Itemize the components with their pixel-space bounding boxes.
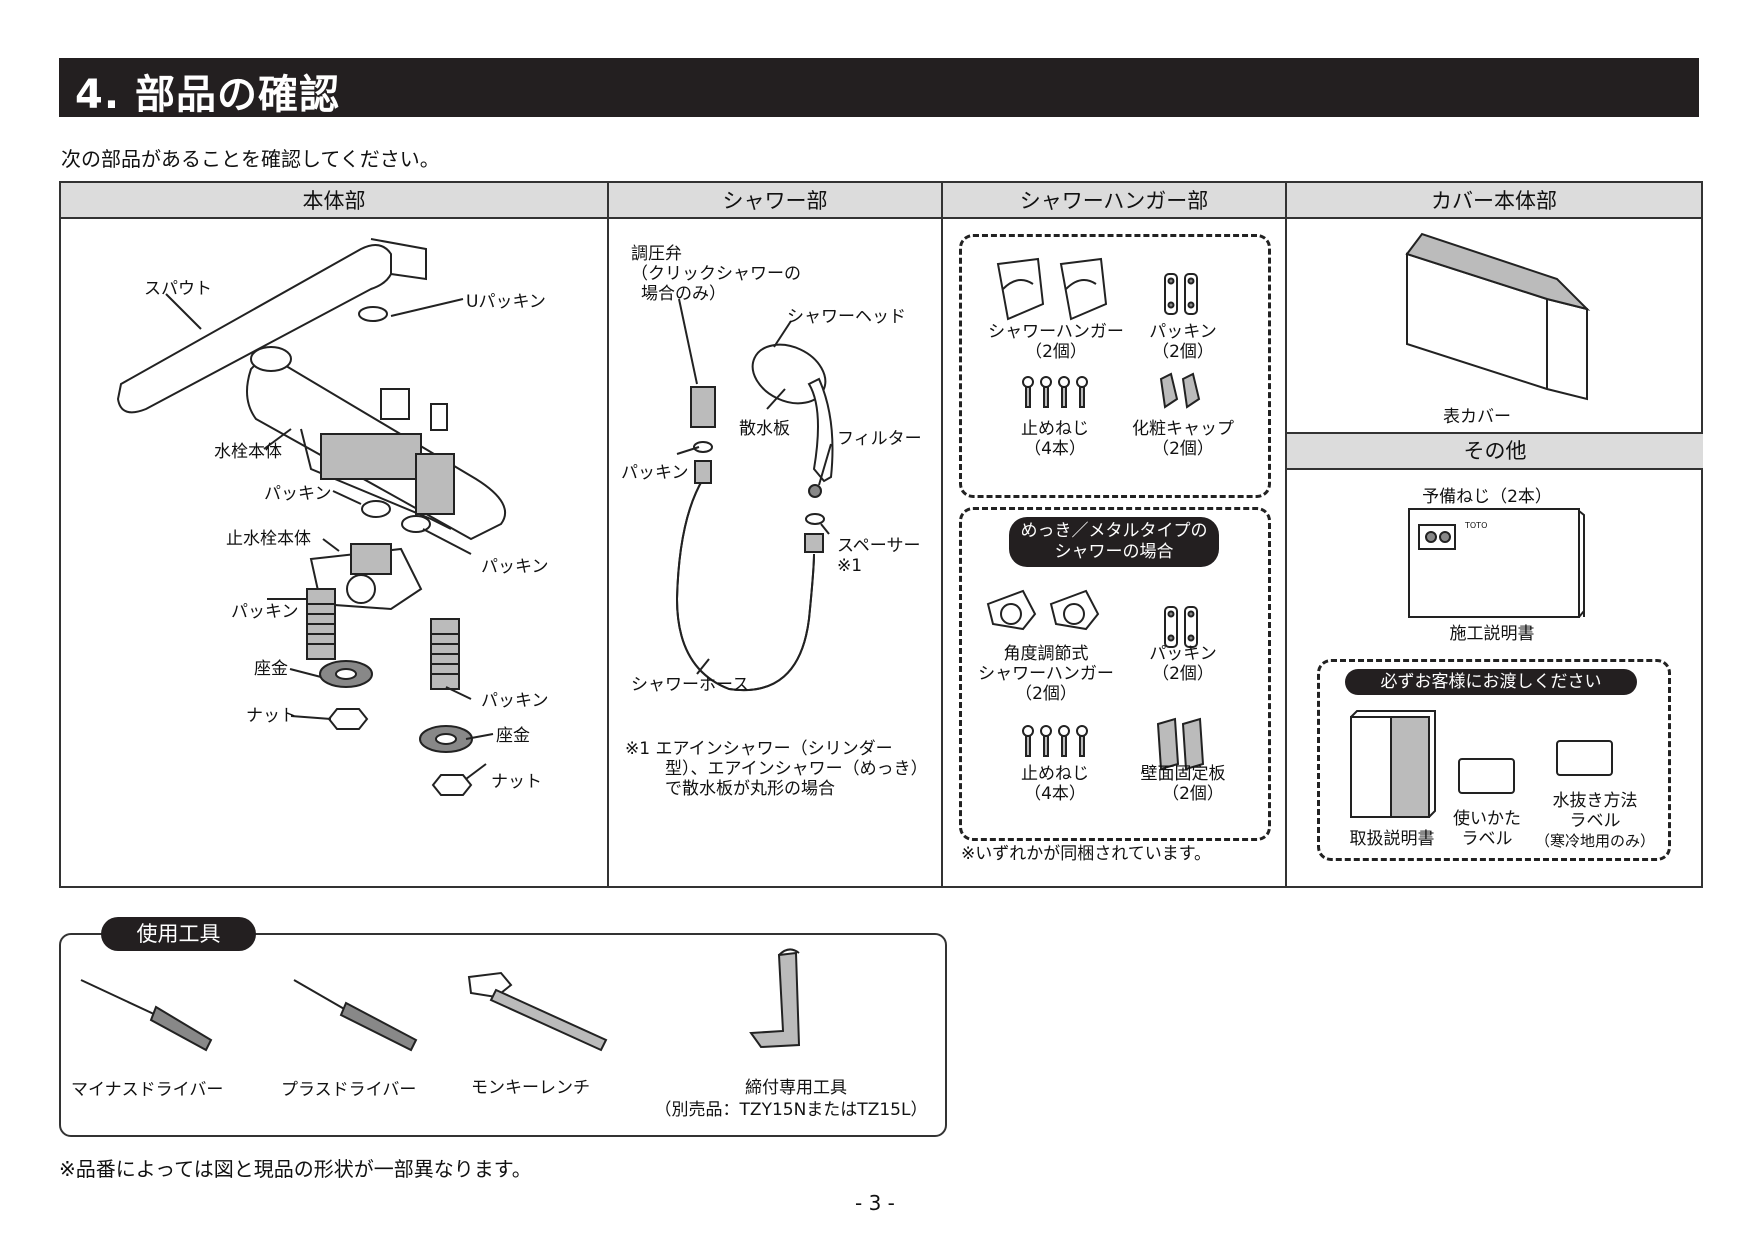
label-install-manual: 施工説明書 [1449,624,1535,644]
label-packing-2: パッキン [481,557,549,577]
label-packing-3: パッキン [231,602,299,622]
label-cap: 化粧キャップ [1132,419,1234,439]
label-shower-packing: パッキン [621,463,689,483]
screws-group-2 [1022,725,1088,757]
shower-cell: 調圧弁 （クリックシャワーの 場合のみ） シャワーヘッド 散水板 フィルター パ… [607,217,943,888]
tools-title: 使用工具 [101,917,256,951]
intro-text: 次の部品があることを確認してください。 [61,147,440,171]
header-other: その他 [1287,432,1703,470]
label-drain-2: ラベル [1569,811,1621,831]
label-spacer: スペーサー [837,536,921,556]
manual-brand: TOTO [1465,521,1488,530]
label-packing-4: パッキン [481,691,549,711]
label-drain-3: （寒冷地用のみ） [1534,832,1655,850]
parts-table: 本体部 シャワー部 シャワーハンガー部 カバー本体部 [59,181,1703,888]
body-cell: スパウト Uパッキン 水栓本体 パッキン 止水栓本体 パッキン パッキン パッキ… [59,217,609,888]
tool-flathead-label: マイナスドライバー [71,1080,224,1100]
cover-illustration [1350,232,1613,818]
label-metal-screw: 止めねじ [1021,764,1089,784]
label-angle-hanger-2: シャワーハンガー [978,664,1114,684]
label-angle-hanger-qty: （2個） [1015,684,1077,704]
cover-cell: 表カバー その他 予備ねじ（2本） TOTO 施工説明書 必ずお客様にお渡しくだ… [1285,217,1703,888]
label-washer-1: 座金 [254,659,288,679]
label-u-packing: Uパッキン [466,292,546,312]
faucet-illustration [116,238,506,796]
label-washer-2: 座金 [496,726,530,746]
label-nut-2: ナット [491,772,542,792]
label-metal-screw-qty: （4本） [1024,784,1086,804]
label-hanger-qty: （2個） [1025,342,1087,362]
label-pressure-valve-2: （クリックシャワーの [631,264,801,284]
label-shower-hose: シャワーホース [631,675,750,695]
label-cap-qty: （2個） [1152,439,1214,459]
tools-illustration [80,948,801,1052]
label-stop-valve-body: 止水栓本体 [226,529,311,549]
label-spare-screw: 予備ねじ（2本） [1422,487,1552,507]
metal-type-pill: めっき／メタルタイプの シャワーの場合 [1009,517,1219,567]
handover-pill: 必ずお客様にお渡しください [1345,669,1637,695]
label-hanger-packing: パッキン [1149,322,1217,342]
tool-phillips-label: プラスドライバー [281,1080,417,1100]
header-hanger: シャワーハンガー部 [941,181,1287,219]
hanger-cell: シャワーハンガー （2個） パッキン （2個） 止めねじ （4本） 化粧キャップ… [941,217,1287,888]
section-title: 4. 部品の確認 [75,72,340,118]
shower-note-1: ※1 エアインシャワー（シリンダー [625,739,893,759]
header-body: 本体部 [59,181,609,219]
metal-title-2: シャワーの場合 [1054,542,1174,562]
label-metal-packing-qty: （2個） [1152,664,1214,684]
tool-special-sublabel: （別売品：TZY15NまたはTZ15L） [654,1100,928,1120]
label-usage-2: ラベル [1461,829,1513,849]
hanger-group-metal [959,507,1271,841]
section-title-bar: 4. 部品の確認 [59,58,1699,118]
tools-box: マイナスドライバー プラスドライバー モンキーレンチ 締付専用工具 （別売品：T… [59,933,947,1137]
label-spacer-note: ※1 [837,556,863,576]
footnote: ※品番によっては図と現品の形状が一部異なります。 [59,1157,532,1181]
label-shower-head: シャワーヘッド [787,307,906,327]
label-screw: 止めねじ [1021,419,1089,439]
hanger-illustration [986,257,1205,771]
label-usage-1: 使いかた [1453,809,1521,829]
label-angle-hanger-1: 角度調節式 [1003,644,1089,664]
label-nut-1: ナット [246,706,297,726]
metal-title-1: めっき／メタルタイプの [1020,521,1208,541]
handover-group [1317,659,1671,861]
shower-illustration [675,298,834,692]
hanger-group-standard [959,234,1271,498]
label-spout: スパウト [144,279,212,299]
label-drain-1: 水抜き方法 [1552,791,1638,811]
header-shower: シャワー部 [607,181,943,219]
tool-special-label: 締付専用工具 [745,1078,847,1098]
label-wall-plate-qty: （2個） [1162,784,1224,804]
label-hanger-packing-qty: （2個） [1152,342,1214,362]
shower-note-3: で散水板が丸形の場合 [665,779,835,799]
label-packing-1: パッキン [264,484,332,504]
page-number: - 3 - [855,1191,895,1215]
label-spray-plate: 散水板 [739,419,790,439]
shower-note-2: 型）、エアインシャワー（めっき） [665,759,928,779]
tool-wrench-label: モンキーレンチ [471,1078,590,1098]
label-hanger: シャワーハンガー [988,322,1124,342]
header-cover: カバー本体部 [1285,181,1703,219]
label-front-cover: 表カバー [1443,407,1511,427]
screws-group-1 [1022,376,1088,408]
label-pressure-valve-3: 場合のみ） [641,284,726,304]
label-screw-qty: （4本） [1024,439,1086,459]
label-wall-plate: 壁面固定板 [1140,764,1226,784]
label-metal-packing: パッキン [1149,644,1217,664]
label-faucet-body: 水栓本体 [214,442,282,462]
label-filter: フィルター [837,429,922,449]
label-user-manual: 取扱説明書 [1349,829,1435,849]
label-pressure-valve: 調圧弁 [631,244,682,264]
hanger-note: ※いずれかが同梱されています。 [961,844,1212,864]
